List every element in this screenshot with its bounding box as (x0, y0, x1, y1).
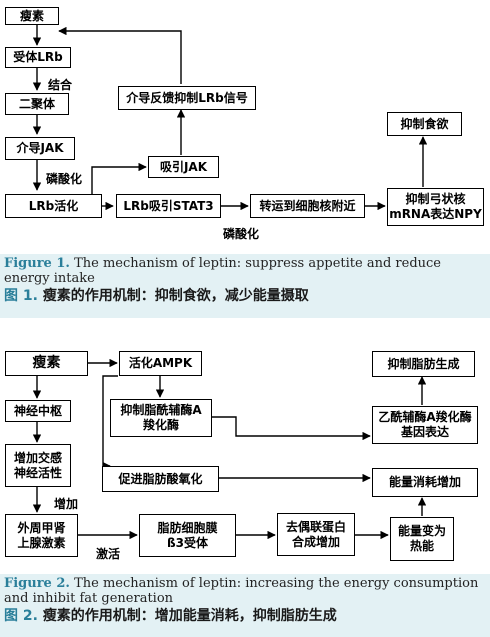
fig1-caption-zh-number: 图 1. (4, 288, 38, 304)
fig2-caption-english: The mechanism of leptin: increasing the … (4, 576, 479, 606)
figure2-caption: Figure 2. The mechanism of leptin: incre… (0, 574, 490, 637)
fig1-lrb-activate-box: LRb活化 (5, 194, 102, 218)
fig2-caption-chinese: 瘦素的作用机制：增加能量消耗，抑制脂肪生成 (42, 608, 337, 624)
figure1-caption: Figure 1. The mechanism of leptin: suppr… (0, 254, 490, 318)
fig1-caption-english: The mechanism of leptin: suppress appeti… (4, 256, 441, 286)
fig1-caption-number: Figure 1. (4, 256, 70, 271)
fig2-caption-zh-number: 图 2. (4, 608, 38, 624)
fig2-epinephrine-box: 外周甲肾 上腺激素 (5, 514, 78, 557)
fig1-mediate-jak-box: 介导JAK (5, 137, 75, 160)
fig1-phos1-label: 磷酸化 (46, 172, 83, 186)
fig2-sympathetic-box: 增加交感 神经活性 (5, 444, 71, 487)
fig2-inhibit-acc-box: 抑制脂酰辅酶A 羧化酶 (110, 399, 212, 437)
fig2-caption-number: Figure 2. (4, 576, 70, 591)
fig1-receptor-box: 受体LRb (5, 47, 71, 68)
fig2-energy-up-box: 能量消耗增加 (372, 468, 478, 497)
fig1-bind-label: 结合 (48, 78, 73, 92)
fig1-leptin-box: 瘦素 (5, 7, 59, 25)
fig1-phos2-label: 磷酸化 (223, 227, 260, 241)
fig1-feedback-box: 介导反馈抑制LRb信号 (118, 86, 256, 110)
fig2-leptin-box: 瘦素 (5, 351, 88, 376)
fig2-beta3-box: 脂肪细胞膜 ß3受体 (139, 514, 236, 557)
fig1-suppress-appetite-box: 抑制食欲 (387, 112, 462, 136)
fig2-cns-box: 神经中枢 (5, 400, 71, 422)
fig1-caption-chinese: 瘦素的作用机制：抑制食欲，减少能量摄取 (42, 288, 309, 304)
fig1-dimer-box: 二聚体 (5, 93, 69, 115)
fig2-fa-oxidation-box: 促进脂肪酸氧化 (102, 466, 219, 492)
fig1-recruit-jak-box: 吸引JAK (148, 156, 219, 178)
fig1-nucleus-box: 转运到细胞核附近 (250, 194, 365, 218)
fig2-increase-label: 增加 (54, 497, 79, 511)
fig2-ucp-box: 去偶联蛋白 合成增加 (277, 513, 355, 556)
fig2-acc-gene-box: 乙酰辅酶A羧化酶 基因表达 (372, 406, 478, 444)
fig2-activate-label: 激活 (96, 547, 121, 561)
fig2-heat-box: 能量变为 热能 (390, 517, 454, 561)
fig1-lrb-stat3-box: LRb吸引STAT3 (116, 194, 221, 218)
fig2-ampk-box: 活化AMPK (119, 351, 202, 376)
fig2-lipogenesis-box: 抑制脂肪生成 (372, 351, 475, 377)
fig1-arcuate-box: 抑制弓状核 mRNA表达NPY (387, 188, 484, 226)
